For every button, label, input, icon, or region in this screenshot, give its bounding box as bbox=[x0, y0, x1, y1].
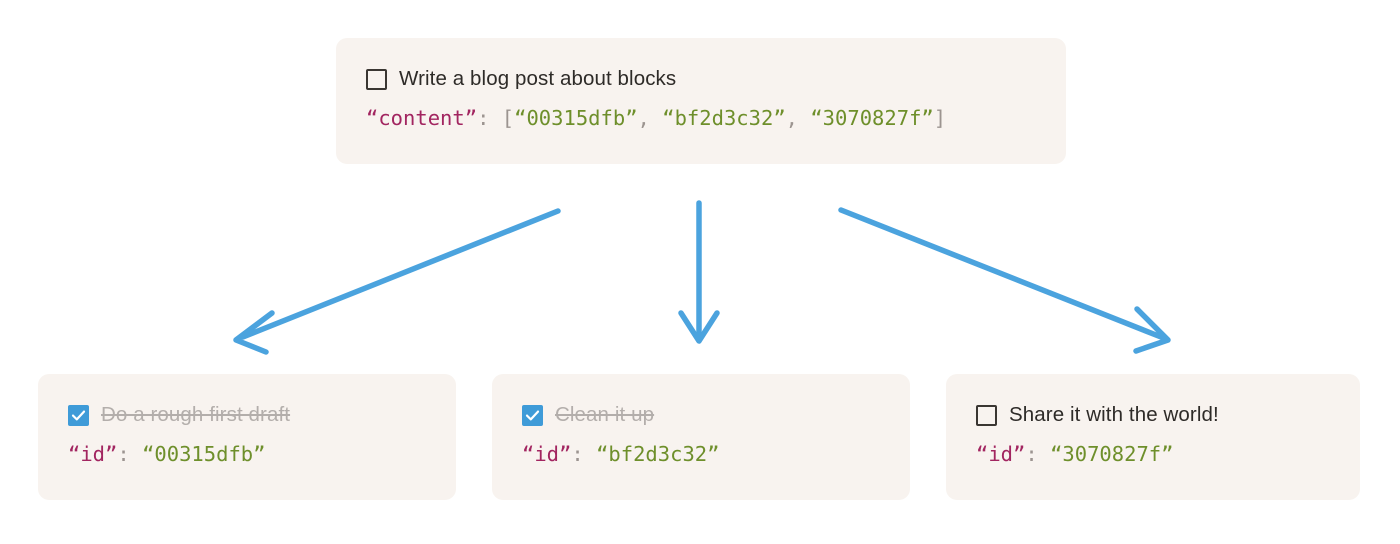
todo-label: Write a blog post about blocks bbox=[399, 67, 677, 90]
todo-label: Do a rough first draft bbox=[101, 403, 291, 426]
code-colon: : bbox=[117, 442, 130, 466]
arrow-to-child-3 bbox=[838, 207, 1171, 354]
code-value: “3070827f” bbox=[1050, 442, 1174, 466]
code-key: “content” bbox=[366, 106, 478, 130]
checkbox-checked-icon[interactable] bbox=[522, 404, 543, 426]
code-line-id: “id”: “3070827f” bbox=[976, 439, 1360, 469]
checkbox-unchecked-icon[interactable] bbox=[976, 404, 997, 426]
code-separator-1: , bbox=[785, 106, 811, 130]
code-line-content: “content”: [“00315dfb”, “bf2d3c32”, “307… bbox=[366, 103, 1036, 133]
code-colon: : bbox=[571, 442, 584, 466]
card-child-task-3[interactable]: Share it with the world! “id”: “3070827f… bbox=[946, 374, 1360, 500]
code-value-2: “3070827f” bbox=[810, 106, 934, 130]
code-line-id: “id”: “00315dfb” bbox=[68, 439, 456, 469]
todo-row: Clean it up bbox=[522, 400, 910, 430]
code-value: “00315dfb” bbox=[142, 442, 266, 466]
todo-label: Clean it up bbox=[555, 403, 655, 426]
todo-label: Share it with the world! bbox=[1009, 403, 1219, 426]
code-value-0: “00315dfb” bbox=[514, 106, 638, 130]
todo-row: Do a rough first draft bbox=[68, 400, 456, 430]
code-separator-0: , bbox=[637, 106, 663, 130]
code-open-bracket: [ bbox=[501, 106, 515, 130]
code-close-bracket: ] bbox=[933, 106, 947, 130]
code-colon: : bbox=[1025, 442, 1038, 466]
code-key: “id” bbox=[976, 442, 1026, 466]
card-child-task-1[interactable]: Do a rough first draft “id”: “00315dfb” bbox=[38, 374, 456, 500]
code-key: “id” bbox=[68, 442, 118, 466]
card-child-task-2[interactable]: Clean it up “id”: “bf2d3c32” bbox=[492, 374, 910, 500]
todo-row: Write a blog post about blocks bbox=[366, 64, 1036, 94]
card-root-task[interactable]: Write a blog post about blocks “content”… bbox=[336, 38, 1066, 164]
code-value: “bf2d3c32” bbox=[596, 442, 720, 466]
checkbox-unchecked-icon[interactable] bbox=[366, 68, 387, 90]
code-line-id: “id”: “bf2d3c32” bbox=[522, 439, 910, 469]
arrow-to-child-2 bbox=[678, 200, 720, 344]
code-key: “id” bbox=[522, 442, 572, 466]
code-colon: : bbox=[477, 106, 490, 130]
checkbox-checked-icon[interactable] bbox=[68, 404, 89, 426]
code-value-1: “bf2d3c32” bbox=[662, 106, 786, 130]
arrow-to-child-1 bbox=[233, 208, 561, 355]
todo-row: Share it with the world! bbox=[976, 400, 1360, 430]
